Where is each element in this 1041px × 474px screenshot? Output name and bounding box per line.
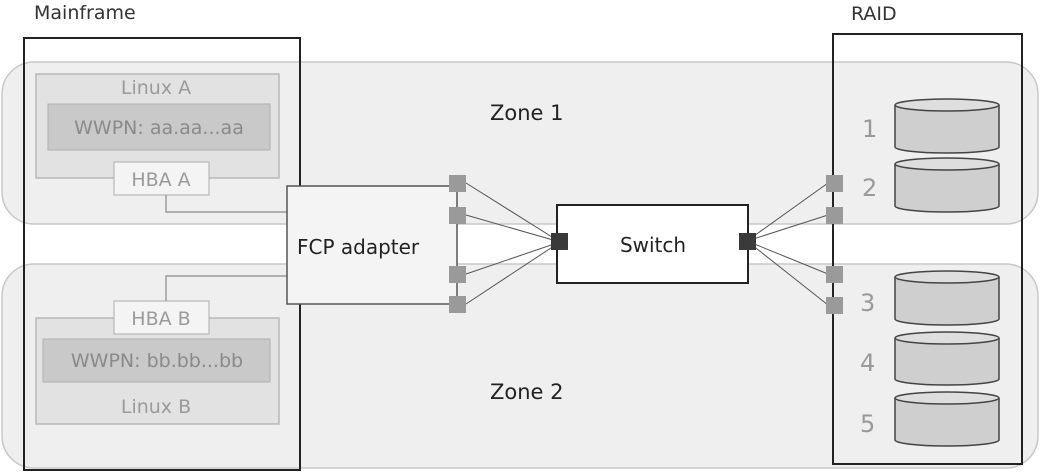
- raid-label: RAID: [851, 3, 897, 25]
- disk-5-label: 5: [860, 410, 875, 438]
- wwpn-a-label: WWPN: aa.aa...aa: [74, 117, 244, 139]
- mainframe-label: Mainframe: [34, 2, 136, 24]
- disk-2-label: 2: [862, 174, 877, 202]
- wwpn-b-label: WWPN: bb.bb...bb: [71, 350, 243, 372]
- raid-port-1: [826, 175, 843, 192]
- wwpn-a-box: [47, 103, 271, 151]
- hba-a-label: HBA A: [131, 169, 190, 191]
- fcp-to-switch-links: [465, 182, 561, 305]
- fcp-port-3: [449, 266, 466, 283]
- raid-port-4: [826, 297, 843, 314]
- zone-1-label: Zone 1: [490, 101, 564, 125]
- fcp-port-2: [449, 207, 466, 224]
- wwpn-b-box: [42, 338, 271, 383]
- hba-a-connector: [165, 195, 287, 213]
- disk-2: [894, 157, 1000, 213]
- switch-box: [556, 204, 749, 284]
- hba-b-connector: [165, 275, 287, 301]
- disk-4-label: 4: [860, 349, 875, 377]
- fcp-adapter-label: FCP adapter: [297, 235, 420, 259]
- switch-port-left: [551, 233, 568, 250]
- disk-5: [894, 391, 1000, 447]
- disk-1: [894, 98, 1000, 154]
- raid-port-2: [826, 207, 843, 224]
- disk-1-label: 1: [862, 115, 877, 143]
- zone-2-label: Zone 2: [490, 380, 564, 404]
- raid-port-3: [826, 266, 843, 283]
- disk-4: [894, 331, 1000, 386]
- linux-a-label: Linux A: [121, 77, 191, 99]
- switch-to-raid-links: [746, 182, 829, 306]
- hba-a-box: [113, 161, 210, 196]
- hba-b-box: [113, 300, 210, 335]
- raid-box: [832, 33, 1023, 465]
- switch-port-right: [739, 233, 756, 250]
- hba-b-label: HBA B: [131, 308, 190, 330]
- switch-label: Switch: [620, 233, 686, 257]
- fcp-port-4: [449, 296, 466, 313]
- fcp-port-1: [449, 175, 466, 192]
- linux-b-label: Linux B: [121, 396, 191, 418]
- disk-3: [894, 270, 1000, 326]
- disk-3-label: 3: [860, 289, 875, 317]
- fcp-adapter-box: [286, 185, 458, 305]
